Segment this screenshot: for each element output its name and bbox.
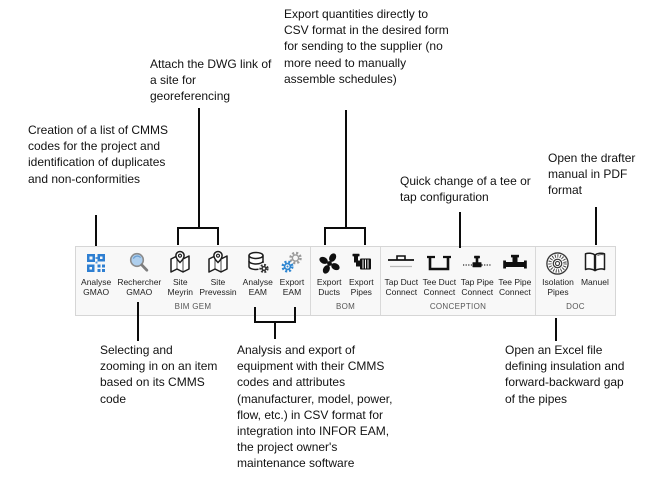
button-tap-pipe-connect[interactable]: Tap Pipe Connect: [460, 249, 495, 297]
connector-insulation-line: [555, 318, 557, 341]
button-label: Export Pipes: [349, 277, 374, 298]
group-label-bim-gem: BIM GEM: [174, 302, 212, 311]
button-label: Site Prevessin: [199, 277, 237, 298]
connector-eam-stem: [274, 321, 276, 339]
button-manuel[interactable]: Manuel: [580, 249, 610, 287]
button-label: Analyse GMAO: [81, 277, 112, 298]
ribbon-group-bim-gem: Analyse GMAO Rechercher GMAO: [76, 247, 311, 315]
connector-cmms-list-line: [95, 215, 97, 246]
tee-pipe-icon: [501, 249, 529, 277]
button-export-eam[interactable]: Export EAM: [278, 249, 306, 297]
annotation-excel-insulation: Open an Excel file defining insulation a…: [505, 343, 625, 406]
button-label: Export EAM: [279, 277, 305, 298]
annotation-export-csv: Export quantities directly to CSV format…: [284, 7, 449, 86]
ribbon-group-bom: Export Ducts: [311, 247, 381, 315]
insulation-icon: [544, 249, 571, 277]
tap-duct-icon: [386, 249, 416, 277]
qr-code-icon: [85, 249, 107, 277]
map-pin-icon: [205, 249, 231, 277]
annotation-tee-tap: Quick change of a tee or tap configurati…: [400, 174, 531, 205]
group-label-bom: BOM: [335, 302, 356, 311]
button-label: Site Meyrin: [167, 277, 194, 298]
connector-manual-line: [595, 207, 597, 245]
button-rechercher-gmao[interactable]: Rechercher GMAO: [116, 249, 162, 297]
button-analyse-gmao[interactable]: Analyse GMAO: [80, 249, 112, 297]
annotation-drafter-manual: Open the drafter manual in PDF format: [548, 151, 636, 198]
magnifier-icon: [127, 249, 151, 277]
button-tap-duct-connect[interactable]: Tap Duct Connect: [384, 249, 420, 297]
button-export-pipes[interactable]: Export Pipes: [347, 249, 375, 297]
connector-eam-tick-left: [254, 307, 256, 323]
gears-icon: [279, 249, 305, 277]
ribbon-group-doc: Isolation Pipes Manuel DOC: [536, 247, 615, 315]
connector-dwg-drop-right: [217, 227, 219, 245]
annotation-analysis-export: Analysis and export of equipment with th…: [237, 343, 393, 471]
button-label: Analyse EAM: [242, 277, 273, 298]
annotation-select-zoom: Selecting and zooming in on an item base…: [100, 343, 218, 406]
open-book-icon: [582, 249, 608, 277]
tap-pipe-icon: [462, 249, 492, 277]
connector-tee-tap-line: [459, 212, 461, 248]
annotation-cmms-list: Creation of a list of CMMS codes for the…: [28, 123, 169, 186]
ribbon-group-conception: Tap Duct Connect Tee Duct Connect: [381, 247, 536, 315]
button-tee-pipe-connect[interactable]: Tee Pipe Connect: [497, 249, 532, 297]
connector-csv-bar: [324, 227, 366, 229]
connector-select-zoom-line: [137, 302, 139, 341]
ribbon-toolbar: Analyse GMAO Rechercher GMAO: [75, 246, 616, 316]
group-label-conception: CONCEPTION: [429, 302, 487, 311]
button-analyse-eam[interactable]: Analyse EAM: [242, 249, 274, 297]
button-label: Isolation Pipes: [542, 277, 574, 298]
button-label: Export Ducts: [316, 277, 342, 298]
connector-dwg-bar: [177, 227, 219, 229]
button-label: Tee Duct Connect: [422, 277, 457, 298]
annotation-dwg-link: Attach the DWG link of a site for georef…: [150, 57, 272, 104]
button-export-ducts[interactable]: Export Ducts: [316, 249, 343, 297]
connector-eam-tick-right: [294, 307, 296, 323]
button-label: Tee Pipe Connect: [498, 277, 532, 298]
connector-dwg-stem: [198, 108, 200, 229]
connector-csv-drop-right: [364, 227, 366, 245]
group-label-doc: DOC: [566, 302, 585, 311]
map-pin-icon: [167, 249, 193, 277]
button-site-meyrin[interactable]: Site Meyrin: [166, 249, 194, 297]
button-label: Rechercher GMAO: [117, 277, 162, 298]
fan-icon: [317, 249, 342, 277]
button-label: Tap Duct Connect: [384, 277, 419, 298]
connector-csv-drop-left: [324, 227, 326, 245]
connector-dwg-drop-left: [177, 227, 179, 245]
tee-duct-icon: [425, 249, 453, 277]
connector-csv-stem: [345, 110, 347, 229]
button-label: Manuel: [580, 277, 609, 287]
button-isolation-pipes[interactable]: Isolation Pipes: [541, 249, 575, 297]
pump-icon: [348, 249, 374, 277]
button-site-prevessin[interactable]: Site Prevessin: [198, 249, 237, 297]
button-tee-duct-connect[interactable]: Tee Duct Connect: [422, 249, 458, 297]
button-label: Tap Pipe Connect: [460, 277, 494, 298]
database-gear-icon: [245, 249, 271, 277]
